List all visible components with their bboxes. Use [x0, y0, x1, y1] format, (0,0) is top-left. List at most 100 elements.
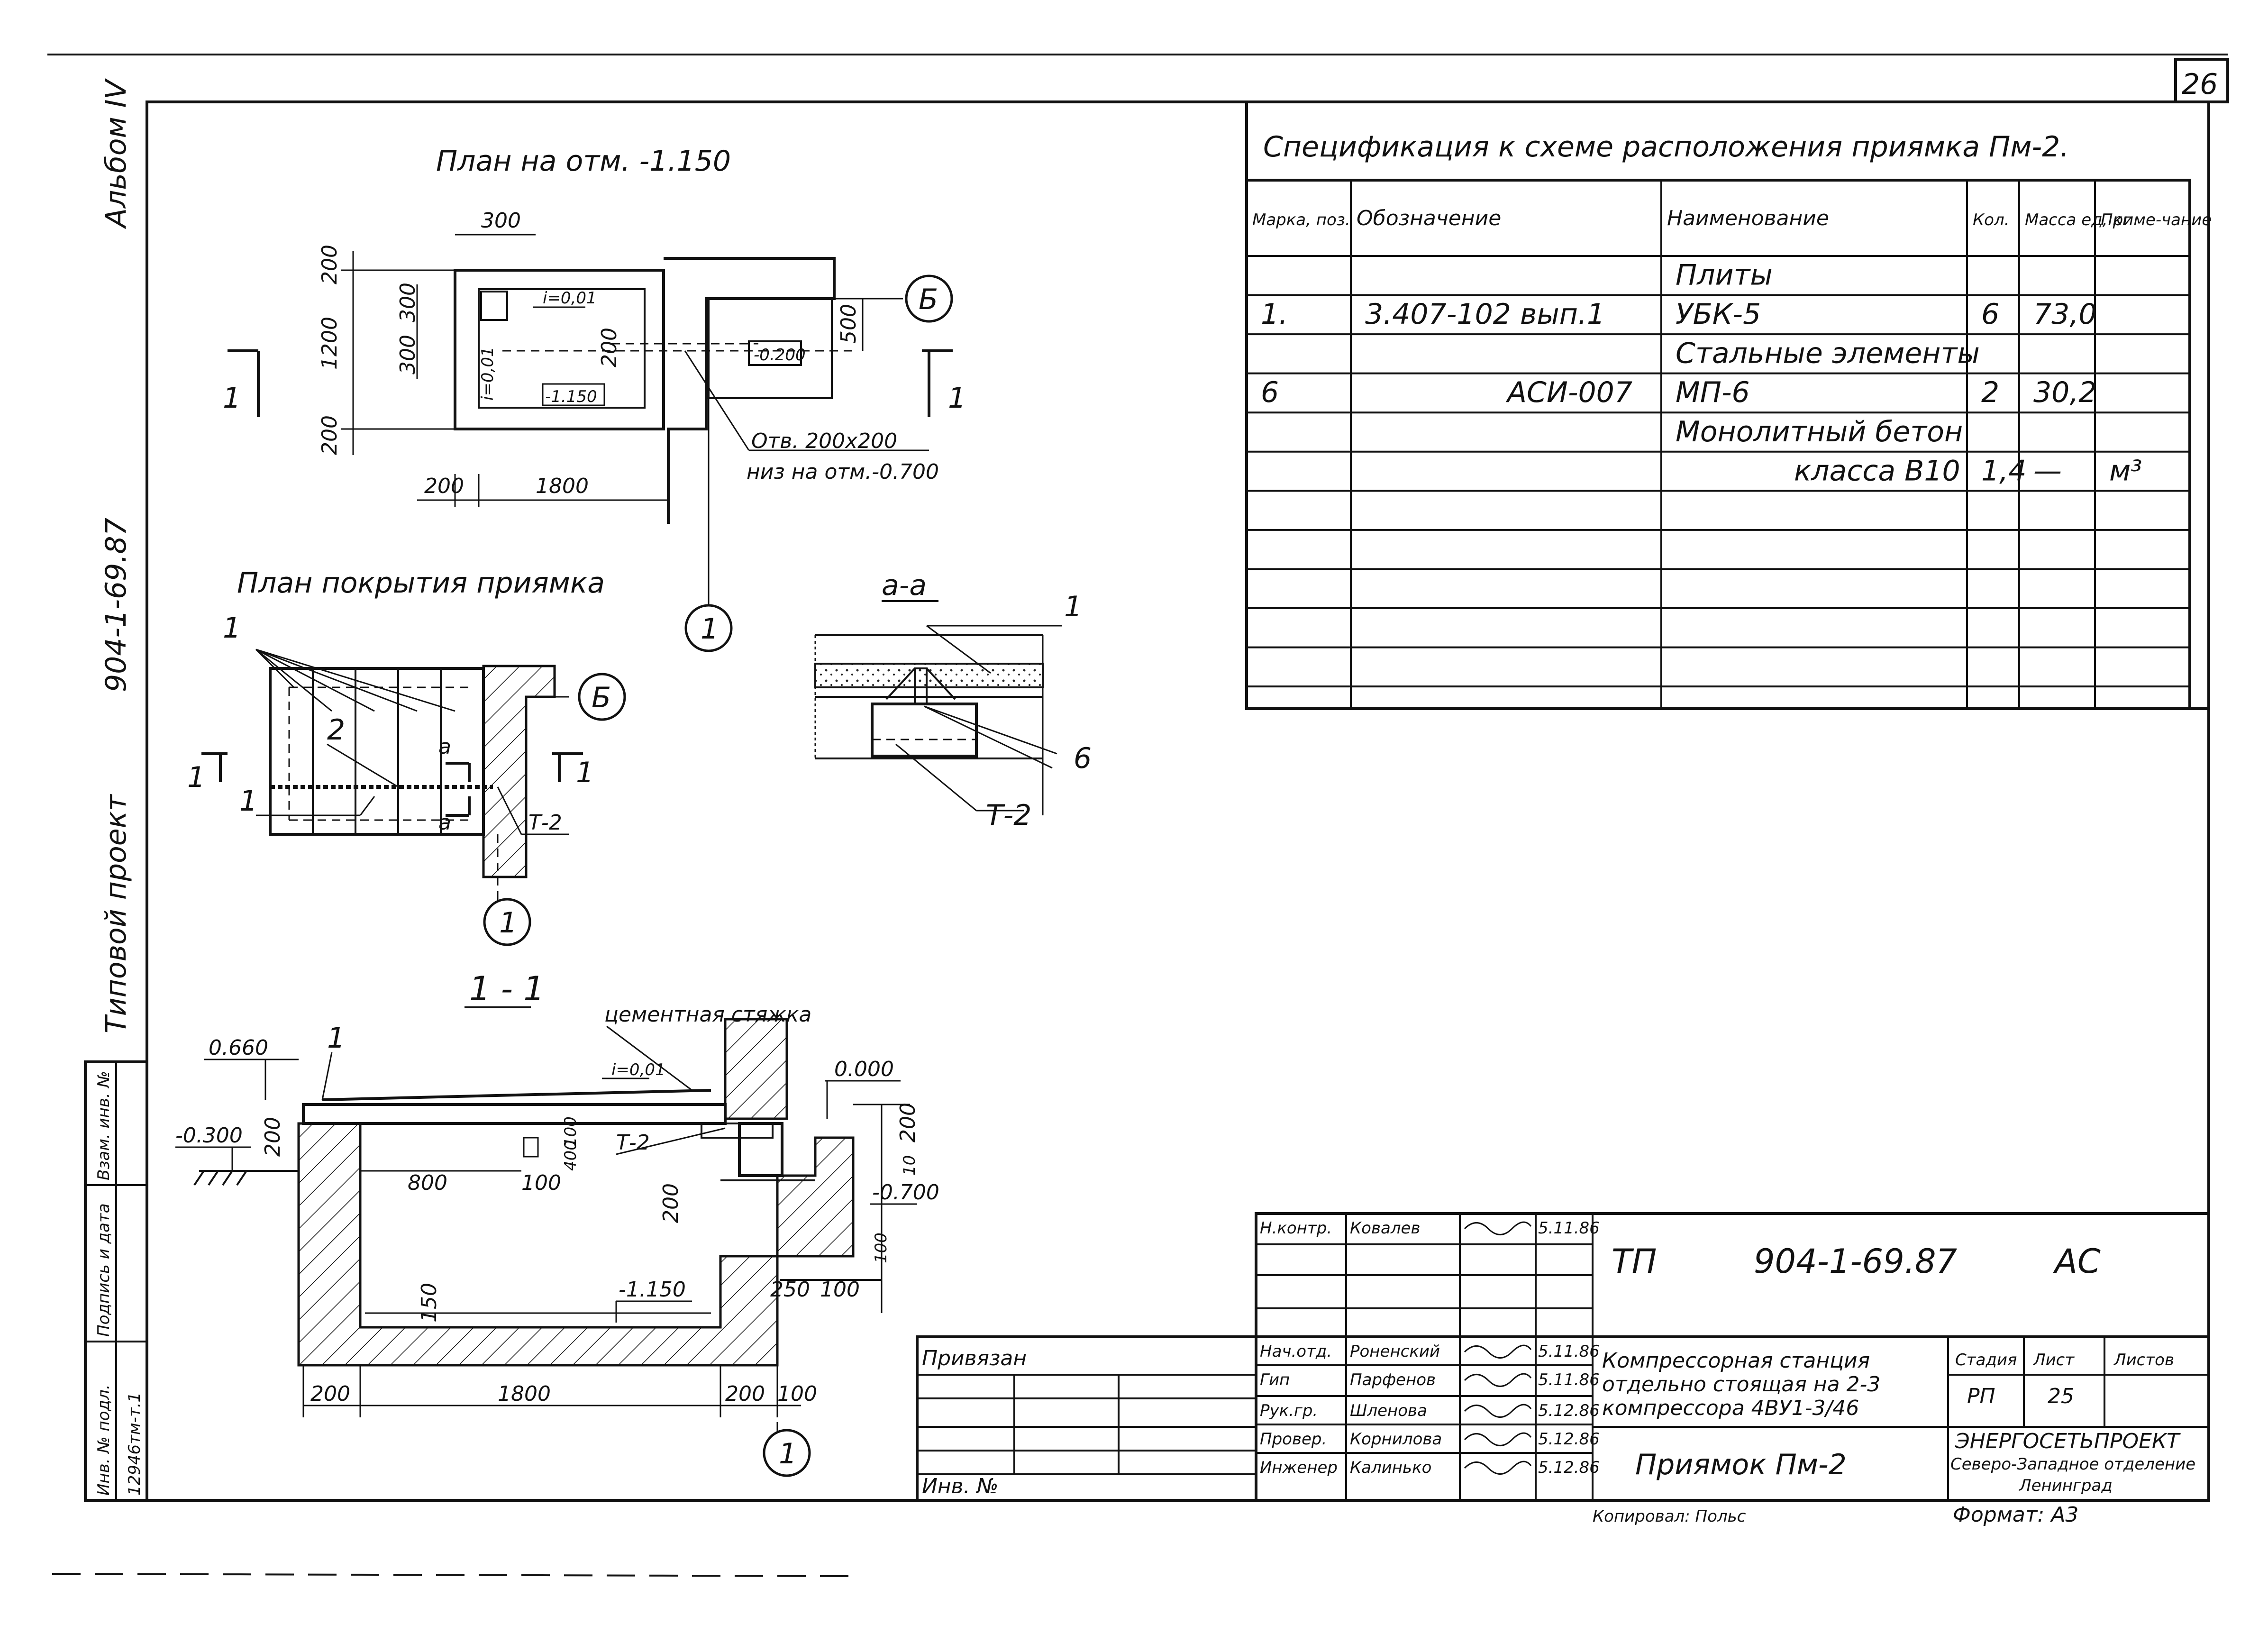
spec-header-cell: Кол.: [1973, 210, 2009, 229]
spec-title: Спецификация к схеме расположения приямк…: [1263, 130, 2069, 164]
svg-text:100: 100: [777, 1382, 817, 1406]
spec-cell: класса В10: [1794, 454, 1960, 487]
title-block: ТП 904-1-69.87 АС Привязан Инв. № Компре…: [916, 1212, 2210, 1527]
tb-copied: Копировал: Польс: [1593, 1507, 1746, 1526]
svg-text:1800: 1800: [498, 1382, 551, 1406]
tb-person: Парфенов: [1350, 1370, 1436, 1389]
axis-b-bubble: Б: [919, 283, 938, 316]
svg-text:Стадия: Стадия: [1955, 1351, 2017, 1369]
svg-text:200: 200: [597, 328, 621, 367]
svg-text:отдельно стоящая на 2-3: отдельно стоящая на 2-3: [1602, 1372, 1880, 1397]
spec-cell: Стальные элементы: [1676, 337, 1980, 370]
svg-text:1: 1: [1064, 590, 1082, 623]
svg-text:Листов: Листов: [2113, 1351, 2174, 1369]
svg-text:-0.700: -0.700: [872, 1180, 939, 1205]
tb-role: Инженер: [1260, 1458, 1338, 1477]
slope-label-v: i=0,01: [478, 347, 497, 401]
svg-text:400: 400: [561, 1140, 580, 1171]
svg-text:200: 200: [725, 1382, 765, 1406]
hole-note: низ на отм.-0.700: [747, 460, 939, 484]
svg-text:100: 100: [872, 1232, 891, 1263]
spec-cell: 6: [1981, 298, 1999, 331]
tb-date: 5.12.86: [1538, 1401, 1600, 1420]
tb-format: Формат: А3: [1953, 1503, 2078, 1527]
svg-text:Б: Б: [592, 681, 611, 714]
plan-elevation: План на отм. -1.150 -0.200 -1.150 i=0,01…: [223, 145, 966, 652]
svg-text:Ленинград: Ленинград: [2018, 1476, 2113, 1495]
svg-text:i=0,01: i=0,01: [611, 1060, 665, 1079]
spec-cell: 1.: [1261, 298, 1288, 331]
svg-text:Компрессорная станция: Компрессорная станция: [1602, 1349, 1870, 1373]
spec-cell: АСИ-007: [1505, 376, 1632, 409]
tb-date: 5.11.86: [1538, 1342, 1600, 1361]
signature-icon: [1464, 1461, 1532, 1475]
tb-date: 5.12.86: [1538, 1430, 1600, 1449]
tb-role: Гип: [1260, 1370, 1290, 1389]
signature-icon: [1464, 1404, 1532, 1418]
svg-text:1: 1: [327, 1022, 345, 1055]
svg-text:1: 1: [239, 785, 257, 818]
svg-text:200: 200: [310, 1382, 350, 1406]
inv-number: 12946тм-т.1: [125, 1392, 144, 1496]
tb-mark: АС: [2053, 1242, 2101, 1281]
project-code-vertical: 904-1-69.87: [100, 518, 133, 692]
plan-cover: План покрытия приямка 1 2 1 а а Т-2 Б: [187, 566, 626, 946]
spec-cell: 30,2: [2033, 376, 2097, 409]
svg-text:300: 300: [396, 283, 420, 322]
tb-date: 5.11.86: [1538, 1370, 1600, 1389]
spec-cell: 73,0: [2033, 298, 2097, 331]
signature-icon: [1464, 1221, 1532, 1235]
stamp-label-sign: Подпись и дата: [94, 1203, 113, 1337]
stamp-label-inv: Инв. № подл.: [94, 1384, 113, 1496]
svg-text:150: 150: [417, 1283, 441, 1323]
svg-text:0.660: 0.660: [209, 1036, 268, 1060]
hole-label: Отв. 200х200: [751, 429, 897, 453]
svg-text:500: 500: [837, 304, 861, 344]
spec-cell: 6: [1261, 376, 1279, 409]
section-11-title: 1 - 1: [469, 969, 545, 1008]
signature-icon: [1464, 1344, 1532, 1359]
svg-text:1: 1: [499, 906, 517, 940]
svg-text:1: 1: [576, 756, 594, 789]
svg-text:а: а: [438, 735, 451, 759]
svg-text:200: 200: [896, 1103, 920, 1142]
spec-cell: 2: [1981, 376, 1999, 409]
spec-cell: 3.407-102 вып.1: [1365, 298, 1605, 331]
svg-text:Северо-Западное отделение: Северо-Западное отделение: [1950, 1455, 2195, 1474]
svg-text:200: 200: [424, 474, 464, 498]
svg-text:-0.300: -0.300: [175, 1123, 243, 1148]
tb-tp: ТП: [1612, 1242, 1657, 1281]
svg-text:10: 10: [900, 1155, 919, 1176]
tb-drawing-name: Приямок Пм-2: [1635, 1448, 1847, 1481]
svg-text:1: 1: [223, 612, 241, 645]
spec-header-cell: Обозначение: [1357, 206, 1501, 230]
tb-role: Рук.гр.: [1260, 1401, 1318, 1420]
tb-person: Ковалев: [1350, 1219, 1421, 1238]
tb-code: 904-1-69.87: [1754, 1242, 1957, 1281]
svg-text:300: 300: [481, 209, 521, 233]
signature-icon: [1464, 1373, 1532, 1387]
svg-text:100: 100: [561, 1116, 580, 1147]
svg-text:а: а: [438, 811, 451, 835]
svg-text:1200: 1200: [318, 317, 342, 370]
section-aa-title: а-а: [882, 569, 927, 602]
mark-pit: -1.150: [545, 387, 597, 406]
mark-hole: -0.200: [754, 346, 806, 365]
svg-text:Т-2: Т-2: [986, 799, 1031, 832]
svg-text:200: 200: [659, 1183, 683, 1223]
spec-table: Спецификация к схеме расположения приямк…: [1245, 100, 2212, 710]
tb-privyazan: Привязан: [922, 1346, 1027, 1370]
tb-role: Провер.: [1260, 1430, 1327, 1449]
plan-elevation-title: План на отм. -1.150: [436, 145, 731, 178]
svg-text:6: 6: [1074, 742, 1092, 775]
plan-cover-title: План покрытия приямка: [237, 566, 605, 600]
svg-text:100: 100: [521, 1171, 561, 1195]
slope-label: i=0,01: [543, 289, 597, 308]
signature-icon: [1464, 1432, 1532, 1446]
spec-cell: —: [2033, 454, 2062, 487]
svg-text:компрессора 4ВУ1-3/46: компрессора 4ВУ1-3/46: [1602, 1396, 1859, 1420]
svg-text:Т-2: Т-2: [616, 1131, 650, 1155]
svg-text:200: 200: [318, 245, 342, 284]
svg-text:250: 250: [770, 1278, 810, 1302]
tb-inv: Инв. №: [922, 1474, 998, 1498]
